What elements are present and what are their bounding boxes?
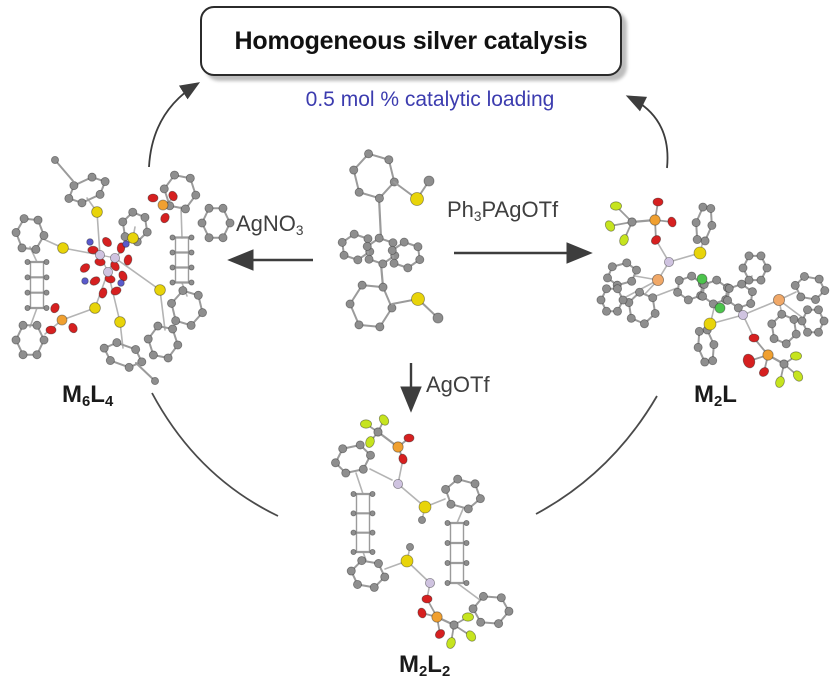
formula-m6l4: M6L4 [62, 381, 114, 411]
formula-m2l: M2L [694, 381, 737, 411]
m2l-complex-structure-image [596, 197, 830, 388]
reagent-label-ph3pagotf: Ph3PAgOTf [447, 197, 559, 224]
curved-arrow-m6l4-to-title [148, 82, 201, 168]
reagent-label-agotf: AgOTf [426, 372, 490, 397]
curve-m6l4-to-m2l2 [151, 392, 279, 517]
title-text: Homogeneous silver catalysis [234, 26, 588, 55]
m6l4-cage-structure-image [11, 156, 235, 385]
reagent-label-agno3: AgNO3 [236, 211, 304, 238]
formula-m2l2: M2L2 [399, 651, 451, 681]
m2l2-macrocycle-structure-image [331, 414, 514, 649]
curved-arrow-m2l-to-title [625, 95, 669, 169]
title-box: Homogeneous silver catalysis [200, 6, 622, 76]
ligand-structure-image [337, 149, 444, 332]
catalytic-loading-text: 0.5 mol % catalytic loading [305, 88, 555, 111]
curve-m2l2-to-m2l [535, 395, 658, 515]
